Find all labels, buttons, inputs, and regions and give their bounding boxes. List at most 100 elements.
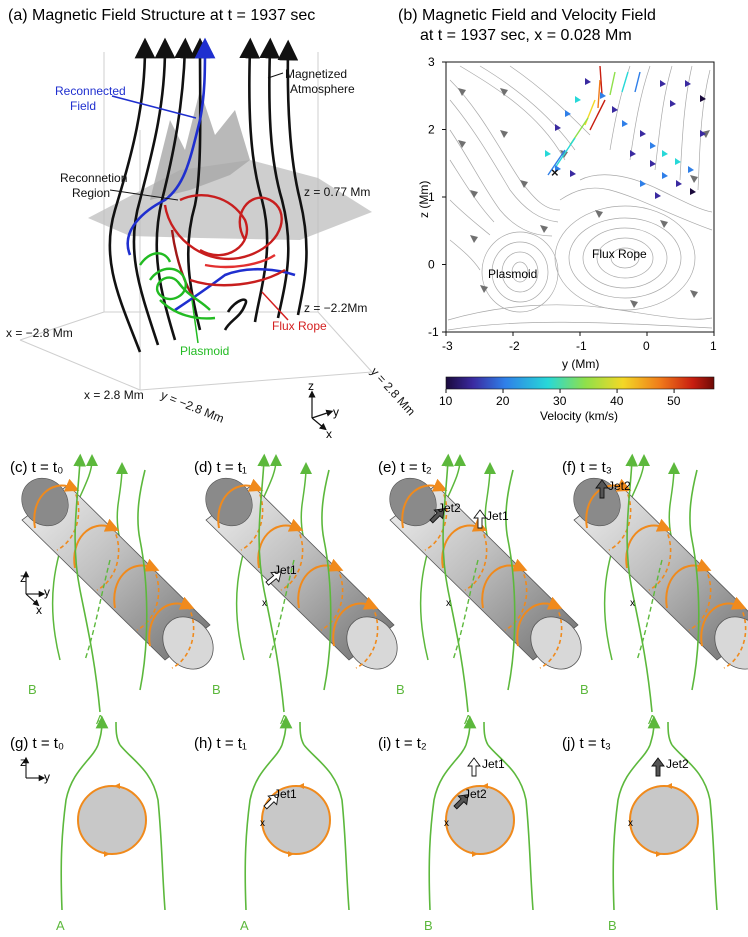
field-label-bottom: A <box>56 918 65 933</box>
rope-loop-front <box>257 518 304 569</box>
jet-label: Jet2 <box>666 757 689 771</box>
label-reconnection-1: Reconnetion <box>60 171 127 185</box>
jet-arrow-icon <box>467 757 481 777</box>
panel-a-plasmoid <box>139 252 216 320</box>
rope-loop-back <box>96 527 120 591</box>
field-line-dashed <box>636 559 663 661</box>
jet-arrow-icon <box>651 757 665 777</box>
field-line-top-right <box>299 721 305 746</box>
schematic-title: (h) t = t₁ <box>194 735 247 752</box>
field-label-bottom: B <box>608 918 617 933</box>
field-line-right <box>303 744 350 911</box>
field-line <box>505 469 516 691</box>
rope-loop-front <box>665 558 712 609</box>
rope-direction-icon <box>298 783 304 789</box>
cylinder-end-front <box>714 616 748 670</box>
rope-loop-front <box>148 596 195 647</box>
axes-bottom-z: z <box>20 755 26 769</box>
field-line <box>321 469 332 691</box>
rope-loop-front <box>332 596 379 647</box>
axes-top-y: y <box>44 585 50 599</box>
jet-label: Jet2 <box>608 479 631 493</box>
rope-loop <box>261 785 331 855</box>
rope-loop-front <box>700 596 747 647</box>
rope-loop-back <box>539 605 563 669</box>
field-line-top <box>463 715 477 746</box>
schematic-title: (f) t = t₃ <box>562 459 612 476</box>
field-line-top-right <box>667 721 673 746</box>
reconnection-x-mark: x <box>444 818 449 829</box>
field-line-top <box>647 715 661 746</box>
panel-a-title: (a) Magnetic Field Structure at t = 1937… <box>8 7 315 24</box>
panel-a: (a) Magnetic Field Structure at t = 1937… <box>6 7 418 441</box>
schematic-title: (d) t = t₁ <box>194 459 247 476</box>
schematic-title: (i) t = t₂ <box>378 735 427 752</box>
y-tick-label: 2 <box>428 123 435 137</box>
cylinder-end-front <box>530 616 582 670</box>
panel-b-ylabel: z (Mm) <box>417 181 431 218</box>
reconnection-x-mark: x <box>630 598 635 609</box>
axes-bottom-y: y <box>44 770 50 784</box>
label-atmosphere-2: Atmosphere <box>290 82 355 96</box>
schematic-title: (e) t = t₂ <box>378 459 432 476</box>
rope-loop-back <box>424 487 448 551</box>
rope-direction-icon <box>104 851 110 857</box>
field-line-right <box>119 744 166 911</box>
field-label-A: A <box>96 712 105 727</box>
x-tick-label: -3 <box>442 339 453 353</box>
axes-top-z: z <box>20 571 26 585</box>
rope-loop-front <box>73 518 120 569</box>
field-line-right <box>671 744 718 911</box>
colorbar-tick-label: 20 <box>496 394 510 408</box>
rope-loop-front <box>297 558 344 609</box>
panel-b-title-1: (b) Magnetic Field and Velocity Field <box>398 7 656 24</box>
field-line-top <box>279 715 293 746</box>
rope-direction-icon <box>656 851 662 857</box>
rope-loop <box>77 785 147 855</box>
schematic-axes-top <box>22 570 46 607</box>
jet-arrow-icon <box>429 508 445 524</box>
field-line-right <box>487 744 534 911</box>
schematic-title: (j) t = t₃ <box>562 735 611 752</box>
field-label-B: B <box>396 682 405 697</box>
schematic-axes-bottom <box>22 756 46 782</box>
axes-top-x: x <box>36 603 42 617</box>
panel-b-xpoint: × <box>551 165 559 180</box>
rope-loop-back <box>136 567 160 631</box>
jet-label: Jet2 <box>464 787 487 801</box>
field-line-dashed <box>84 559 111 661</box>
rope-loop-front <box>516 596 563 647</box>
panel-b-arrow-heads <box>545 78 706 199</box>
field-line-left <box>612 744 651 911</box>
schematic-title: (g) t = t₀ <box>10 735 64 752</box>
label-y-left: y = −2.8 Mm <box>159 388 226 426</box>
rope-loop <box>445 785 515 855</box>
rope-loop-front <box>401 478 448 529</box>
rope-loop <box>629 785 699 855</box>
rope-loop-back <box>355 605 379 669</box>
x-tick-label: -1 <box>576 339 587 353</box>
rope-loop-back <box>648 527 672 591</box>
rope-loop-front <box>481 558 528 609</box>
rope-loop-front <box>625 518 672 569</box>
y-tick-label: -1 <box>428 325 439 339</box>
panel-b-velocity-arrows <box>547 65 641 176</box>
jet-label: Jet1 <box>274 563 297 577</box>
jet-label: Jet1 <box>274 787 297 801</box>
field-line-A <box>73 453 101 713</box>
label-z-bot: z = −2.2Mm <box>304 301 367 315</box>
field-line-top-right <box>483 721 489 746</box>
rope-loop-front <box>33 478 80 529</box>
rope-loop-back <box>608 487 632 551</box>
rope-loop-front <box>113 558 160 609</box>
rope-loop-front <box>585 478 632 529</box>
label-y-right: y = 2.8 Mm <box>368 365 418 419</box>
schematic-panel-bottom: (g) t = t₀ A <box>10 715 166 933</box>
